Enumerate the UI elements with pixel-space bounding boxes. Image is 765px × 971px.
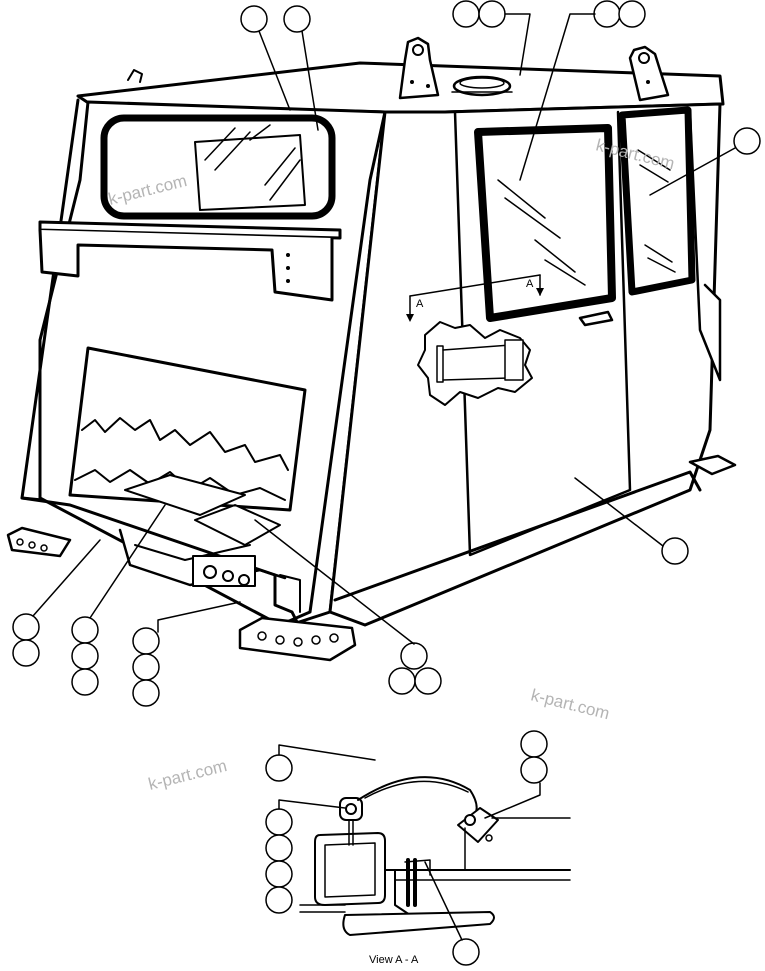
section-mark-left: A: [416, 298, 424, 310]
lifting-eye-right: [628, 45, 670, 102]
watermark: k-part.com: [146, 756, 229, 794]
callout-balloon: [240, 5, 268, 33]
connector-socket: [203, 565, 217, 579]
callout-balloon: [12, 613, 40, 641]
callout-balloon: [452, 0, 480, 28]
detail-caption: View A - A: [369, 954, 419, 966]
detail-view-a-a: View A - A: [265, 730, 571, 966]
base-plate: [342, 911, 495, 936]
callout-balloon: [593, 0, 621, 28]
bracket-box: [314, 832, 386, 906]
cab-base-frame: [20, 496, 302, 630]
door-window: [474, 124, 616, 322]
bolt-right: [457, 807, 499, 843]
callout-balloon: [478, 0, 506, 28]
callout-balloon: [388, 667, 416, 695]
leader-lines: [32, 13, 736, 645]
roof-dome-light: [451, 75, 513, 97]
cutaway-jagged-edge: [81, 417, 289, 471]
connector-socket: [222, 570, 234, 582]
callout-balloon: [132, 653, 160, 681]
front-lower-opening: [68, 346, 307, 546]
section-mark-right: A: [526, 278, 534, 290]
cab-side-bottom-band: [333, 470, 702, 602]
connector-socket: [238, 574, 250, 586]
floor-plate-right: [194, 504, 281, 546]
callout-balloon: [452, 938, 480, 966]
watermark: k-part.com: [529, 685, 612, 723]
callout-balloon: [71, 668, 99, 696]
mount-foot-rear-right: [688, 454, 737, 476]
callout-balloon: [520, 756, 548, 784]
callout-balloon: [132, 627, 160, 655]
callout-balloon: [265, 808, 293, 836]
hinge-cutaway: [417, 321, 533, 406]
callout-balloon: [265, 834, 293, 862]
callout-balloon: [71, 642, 99, 670]
callout-balloon: [132, 679, 160, 707]
callout-balloon: [400, 642, 428, 670]
bolt-left: [339, 797, 363, 846]
rear-side-window: [618, 106, 696, 296]
lifting-eye-rear: [127, 69, 143, 83]
callout-balloon: [71, 616, 99, 644]
callout-balloon: [265, 860, 293, 888]
floor-plate-left: [124, 474, 246, 516]
mount-foot-front-left: [6, 526, 72, 558]
callout-balloon: [733, 127, 761, 155]
callout-balloon: [283, 5, 311, 33]
front-window: [100, 114, 336, 220]
callout-balloon: [414, 667, 442, 695]
door-handle: [578, 310, 614, 327]
cable-loop: [357, 776, 478, 816]
callout-balloon: [520, 730, 548, 758]
callout-balloon: [265, 886, 293, 914]
connector-panel: [192, 555, 256, 587]
callout-balloon: [661, 537, 689, 565]
callout-balloon: [265, 754, 293, 782]
callout-balloon: [12, 639, 40, 667]
callout-balloons: [12, 0, 761, 707]
mount-foot-front-right: [238, 616, 357, 662]
cab-rear-box: [688, 110, 722, 382]
callout-balloon: [618, 0, 646, 28]
sun-visor: [38, 220, 342, 302]
lifting-eye-left: [398, 36, 440, 100]
section-line: A A: [406, 274, 544, 322]
